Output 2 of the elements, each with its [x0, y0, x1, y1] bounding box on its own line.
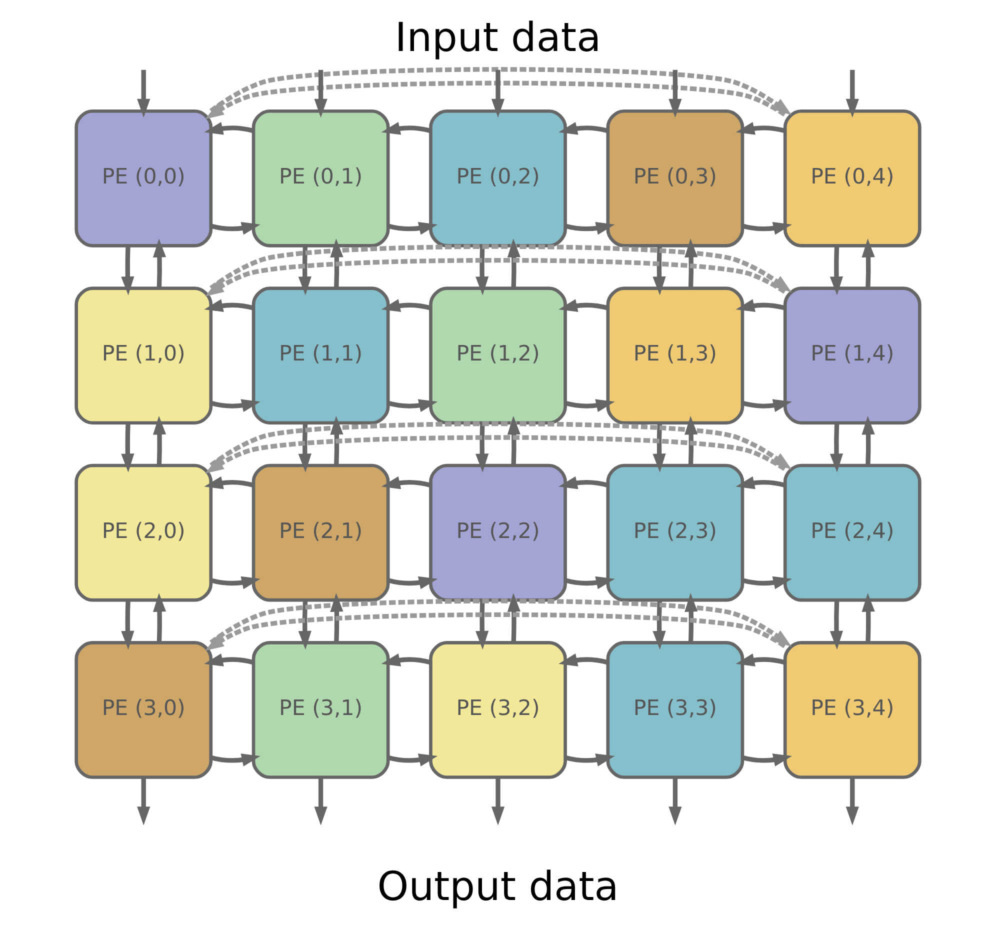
diagram-title: Input data: [394, 15, 602, 62]
caption: Output data: [377, 864, 619, 910]
